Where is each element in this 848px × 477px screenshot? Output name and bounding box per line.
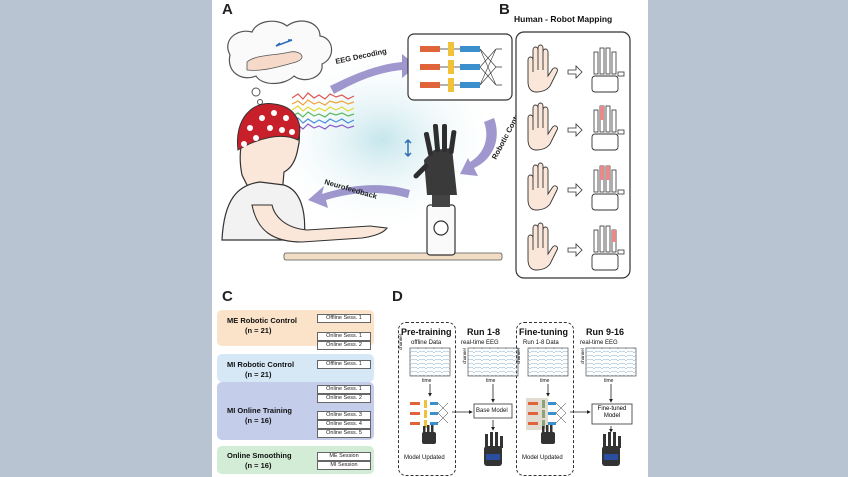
panel-d-letter: D [392, 288, 403, 305]
figure: A [212, 0, 648, 477]
group-n: (n = 21) [245, 326, 272, 335]
panel-a-illustration: EEG Decoding Robotic Control Neurofeedba… [221, 20, 522, 261]
column-sub: offline Data [411, 340, 442, 346]
panel-a-letter: A [222, 1, 233, 18]
pretraining-frame [398, 322, 456, 476]
robotic-control-arrow [460, 118, 497, 176]
model-updated-label: Model Updated [404, 455, 445, 461]
panel-c-letter: C [222, 288, 233, 305]
column-header: Fine-tuning [519, 327, 568, 337]
column-header: Pre-training [401, 327, 452, 337]
session-box: Online Sess. 4 [317, 420, 371, 429]
finetuned-model-box [591, 403, 633, 425]
robot-hand-small [484, 432, 503, 466]
robot-hand-small [602, 432, 621, 466]
session-box: Online Sess. 2 [317, 341, 371, 350]
model-updated-label: Model Updated [522, 455, 563, 461]
channel-label: channel [516, 348, 521, 364]
column-header: Run 9-16 [586, 327, 625, 337]
column-sub: Run 1-8 Data [523, 340, 559, 346]
session-box: Offline Sess. 1 [317, 360, 371, 369]
time-label: time [486, 378, 496, 384]
session-box: Online Sess. 5 [317, 429, 371, 438]
human-robot-mapping-panel [515, 31, 631, 279]
group-online-smoothing: Online Smoothing (n = 16) ME Session MI … [217, 446, 374, 474]
neurofeedback-arrow [308, 185, 410, 208]
session-box: Online Sess. 3 [317, 411, 371, 420]
base-model-label: Base Model [476, 408, 508, 414]
robot-hand-small [541, 425, 555, 444]
session-box: Online Sess. 1 [317, 385, 371, 394]
finetuning-frame [516, 322, 574, 476]
group-title: MI Online Training [227, 406, 293, 415]
session-box: ME Session [317, 452, 371, 461]
human-subject [221, 103, 503, 261]
group-mi-online-training: MI Online Training (n = 16) Online Sess.… [217, 382, 374, 440]
session-box: MI Session [317, 461, 371, 470]
finetuning-network [526, 398, 567, 430]
panel-d-flow [409, 347, 637, 466]
decoder-network-box [407, 33, 513, 101]
panel-b-letter: B [499, 1, 510, 18]
time-label: time [422, 378, 432, 384]
group-n: (n = 21) [245, 370, 272, 379]
mapping-row [527, 44, 625, 93]
column-sub: real-time EEG [580, 340, 618, 346]
time-label: time [604, 378, 614, 384]
group-n: (n = 16) [245, 416, 272, 425]
finetuned-model-label: Fine-tuned Model [597, 406, 627, 419]
pretraining-network [410, 400, 449, 428]
robot-hand [404, 123, 457, 256]
base-model-box [473, 403, 513, 419]
eeg-decoding-arrow [330, 54, 417, 94]
channel-label: channel [398, 334, 403, 350]
group-n: (n = 16) [245, 461, 272, 470]
column-sub: real-time EEG [461, 340, 499, 346]
time-label: time [540, 378, 550, 384]
eeg-waves [291, 92, 355, 130]
session-box: Online Sess. 1 [317, 332, 371, 341]
column-header: Run 1-8 [467, 327, 501, 337]
panel-b-title: Human - Robot Mapping [514, 14, 613, 24]
group-title: ME Robotic Control [227, 316, 297, 325]
session-box: Online Sess. 2 [317, 394, 371, 403]
group-title: Online Smoothing [227, 451, 292, 460]
group-mi-robotic-control: MI Robotic Control (n = 21) Offline Sess… [217, 354, 374, 382]
channel-label: channel [462, 348, 467, 364]
session-box: Offline Sess. 1 [317, 314, 371, 323]
robot-hand-small [422, 425, 436, 444]
group-me-robotic-control: ME Robotic Control (n = 21) Offline Sess… [217, 310, 374, 350]
channel-label: channel [580, 348, 585, 364]
thought-cloud [227, 20, 333, 105]
group-title: MI Robotic Control [227, 360, 295, 369]
